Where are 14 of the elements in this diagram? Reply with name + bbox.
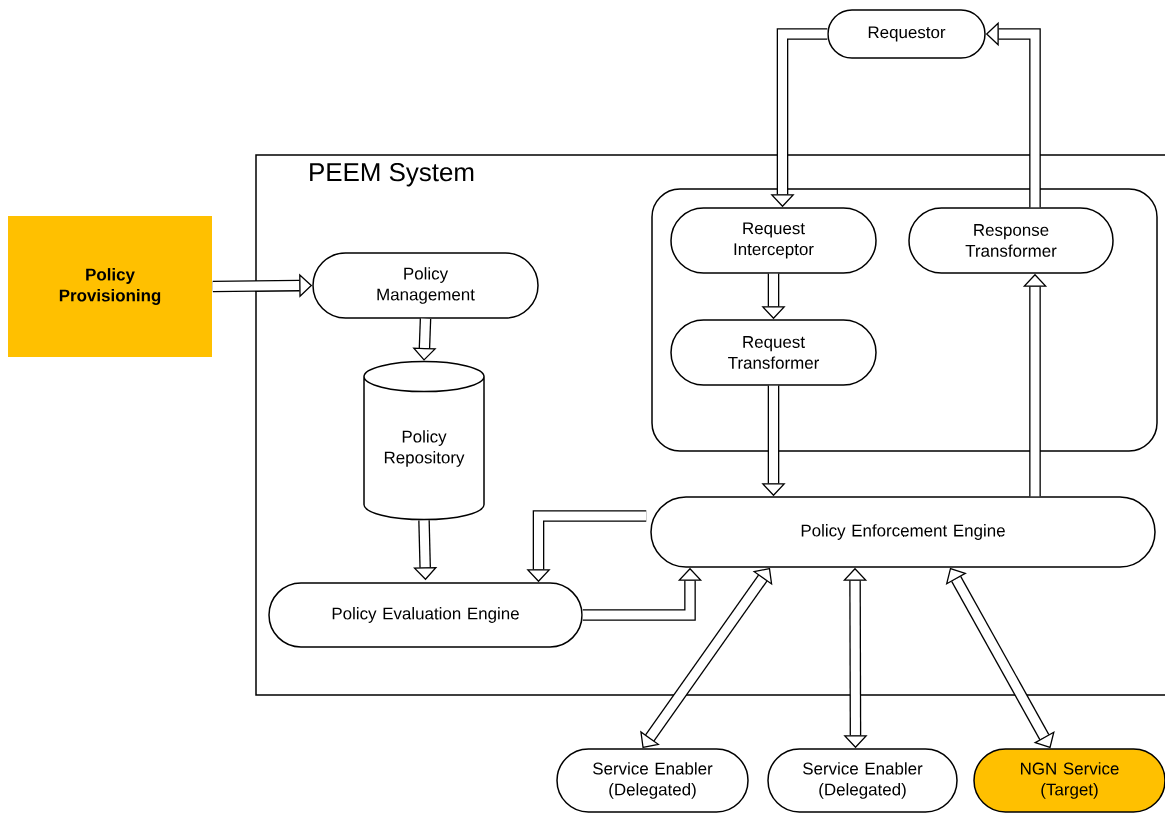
database-cylinder: Policy Repository <box>363 360 485 521</box>
block-arrow <box>945 567 1055 749</box>
process-pill: NGN Service (Target) <box>973 748 1165 813</box>
provisioning-box: Policy Provisioning <box>8 216 212 357</box>
process-pill: Service Enabler (Delegated) <box>767 748 958 813</box>
process-pill: Requestor <box>827 9 986 59</box>
block-arrow <box>640 567 773 749</box>
process-pill: Request Interceptor <box>670 207 877 274</box>
process-pill: Request Transformer <box>670 319 877 386</box>
process-pill: Policy Management <box>312 252 539 319</box>
process-pill: Policy Enforcement Engine <box>650 496 1156 568</box>
process-pill: Response Transformer <box>908 207 1114 274</box>
process-pill: Policy Evaluation Engine <box>268 582 583 648</box>
process-pill: Service Enabler (Delegated) <box>556 748 749 813</box>
